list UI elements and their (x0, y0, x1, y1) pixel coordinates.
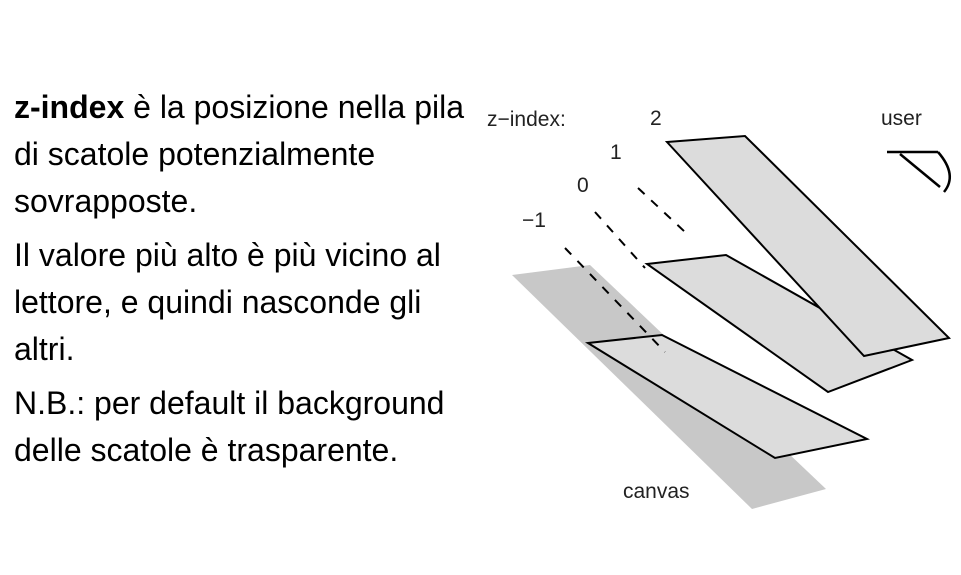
eye-icon (887, 150, 951, 193)
canvas-label: canvas (623, 480, 690, 503)
level-label-2: 2 (650, 107, 662, 130)
paragraph-zindex-definition: z-index è la posizione nella pila di sca… (14, 84, 484, 225)
box-zindex-0 (584, 333, 871, 460)
text-block: z-index è la posizione nella pila di sca… (14, 84, 484, 474)
zindex-keyword: z-index (14, 89, 125, 125)
guide-line-minus1 (564, 247, 666, 353)
paragraph-higher-value: Il valore più alto è più vicino al letto… (14, 237, 441, 367)
zindex-axis-label: z−index: (487, 108, 566, 131)
guide-line-1 (637, 187, 686, 233)
box-zindex-2 (664, 134, 952, 358)
paragraph-nb-transparent: N.B.: per default il background delle sc… (14, 385, 445, 468)
guide-line-0 (594, 211, 646, 269)
user-label: user (881, 107, 922, 130)
level-label-0: 0 (577, 174, 589, 197)
zindex-stack-diagram: z−index: 2 1 0 −1 user canvas (487, 107, 952, 509)
box-zindex-1 (644, 253, 915, 394)
level-label-1: 1 (610, 141, 622, 164)
zindex-definition-text: è la posizione nella pila di scatole pot… (14, 89, 465, 219)
level-label-minus1: −1 (522, 209, 546, 232)
